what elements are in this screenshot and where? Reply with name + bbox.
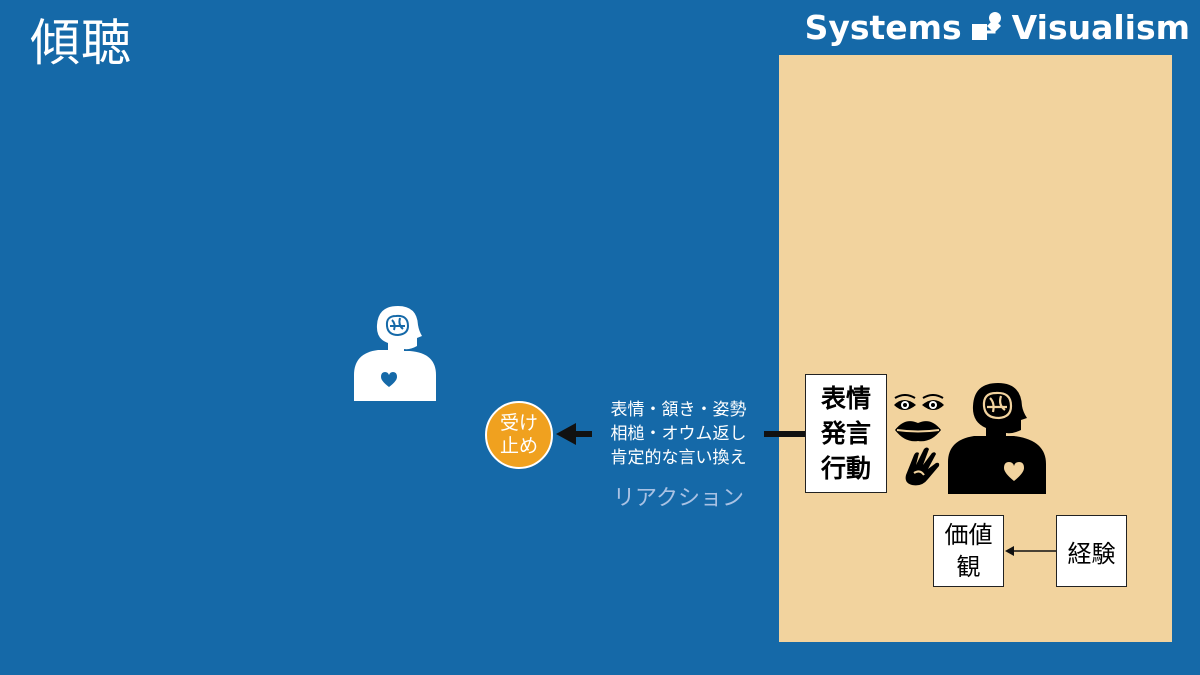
heart-icon: [381, 372, 397, 387]
brand-logo: Systems Visualism: [805, 6, 1190, 48]
speaker-person-icon: [948, 383, 1046, 494]
hand-gesture-icon: [905, 447, 940, 486]
reaction-item: 肯定的な言い換え: [610, 448, 747, 468]
lips-icon: [895, 421, 941, 442]
values-line: 価値: [944, 521, 993, 549]
reaction-item: 相槌・オウム返し: [610, 424, 747, 444]
accept-line-2: 止め: [499, 435, 538, 457]
reaction-item: 表情・頷き・姿勢: [610, 400, 747, 420]
brain-icon: [982, 391, 1013, 420]
expression-box: 表情 発言 行動: [805, 374, 887, 493]
brand-text-visualism: Visualism: [1011, 7, 1190, 47]
heart-icon: [1004, 462, 1024, 481]
reaction-caption: リアクション: [613, 486, 744, 511]
values-line: 観: [956, 553, 981, 581]
brain-icon: [385, 314, 410, 337]
brand-logo-icon: [971, 12, 1001, 40]
experience-box: 経験: [1056, 515, 1127, 587]
accept-circle: 受け 止め: [485, 401, 553, 469]
expression-line: 行動: [820, 454, 871, 483]
expression-line: 表情: [820, 384, 871, 413]
reaction-arrow: [556, 423, 592, 445]
eyes-icon: [894, 394, 944, 410]
listener-person-icon: [354, 306, 436, 401]
expression-line: 発言: [820, 419, 871, 448]
page-title: 傾聴: [30, 14, 132, 72]
reaction-items: 表情・頷き・姿勢 相槌・オウム返し 肯定的な言い換え: [596, 398, 761, 470]
values-box: 価値 観: [933, 515, 1004, 587]
accept-line-1: 受け: [499, 412, 538, 434]
experience-label: 経験: [1067, 539, 1116, 568]
experience-to-values-arrow: [1005, 546, 1056, 556]
brand-text-systems: Systems: [804, 7, 962, 47]
